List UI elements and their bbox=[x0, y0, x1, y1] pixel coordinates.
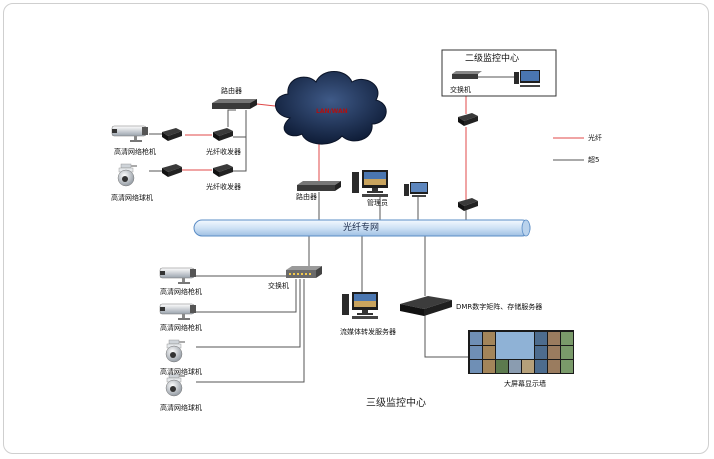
video-wall-tile bbox=[561, 360, 573, 373]
level2-center-box bbox=[441, 49, 557, 97]
video-wall-tile bbox=[483, 360, 495, 373]
router-bus-icon bbox=[297, 181, 341, 191]
video-wall-tile bbox=[483, 346, 495, 359]
transceiver-icon-5 bbox=[458, 113, 478, 126]
video-wall-tile bbox=[483, 332, 495, 345]
bottom-camera-label-1: 高清网络枪机 bbox=[160, 288, 202, 296]
fiber-transceiver-label-1: 光纤收发器 bbox=[206, 148, 241, 156]
bullet-camera-icon-1 bbox=[159, 267, 197, 285]
cable-links bbox=[149, 109, 584, 383]
bottom-camera-label-2: 高清网络枪机 bbox=[160, 324, 202, 332]
dome-camera-icon-top bbox=[117, 163, 138, 187]
top-camera-label-2: 高清网络球机 bbox=[111, 194, 153, 202]
video-wall-main-screen bbox=[496, 332, 534, 359]
legend-cable-label: 超5 bbox=[588, 156, 600, 164]
video-wall-tile bbox=[509, 360, 521, 373]
stream-server-icon bbox=[342, 292, 378, 319]
bottom-camera-label-3: 高清网络球机 bbox=[160, 368, 202, 376]
video-wall-tile bbox=[496, 360, 508, 373]
router-top-icon bbox=[212, 99, 257, 109]
dome-camera-icon-2 bbox=[165, 373, 186, 397]
lan-wan-cloud bbox=[275, 71, 387, 145]
dome-camera-icon-1 bbox=[165, 339, 186, 363]
video-wall-tile bbox=[470, 360, 482, 373]
video-wall-label: 大屏幕显示墙 bbox=[504, 380, 546, 388]
cloud-label: LAN/WAN bbox=[316, 108, 348, 115]
switch-icon bbox=[286, 266, 322, 278]
video-wall-tile bbox=[470, 346, 482, 359]
fiber-bus bbox=[193, 219, 531, 237]
video-wall-tile bbox=[561, 332, 573, 345]
video-wall-tile bbox=[535, 360, 547, 373]
admin-pc-icon bbox=[352, 170, 388, 197]
stream-server-label: 流媒体转发服务器 bbox=[340, 328, 396, 336]
fiber-transceiver-label-2: 光纤收发器 bbox=[206, 183, 241, 191]
router-top-label: 路由器 bbox=[221, 87, 242, 95]
diagram-title: 三级监控中心 bbox=[366, 398, 426, 409]
video-wall-tile bbox=[535, 346, 547, 359]
switch-label: 交换机 bbox=[268, 282, 289, 290]
dmr-server-icon bbox=[400, 296, 452, 316]
bus-label: 光纤专网 bbox=[343, 223, 380, 233]
router-bus-label: 路由器 bbox=[296, 193, 317, 201]
transceiver-icon-2 bbox=[213, 128, 233, 141]
video-wall-tile bbox=[548, 360, 560, 373]
transceiver-icon-3 bbox=[162, 164, 182, 177]
bullet-camera-icon-top bbox=[111, 125, 149, 143]
video-wall-tile bbox=[561, 346, 573, 359]
video-wall-icon bbox=[468, 330, 574, 374]
transceiver-icon-4 bbox=[213, 164, 233, 177]
bullet-camera-icon-2 bbox=[159, 303, 197, 321]
transceiver-icon-6 bbox=[458, 198, 478, 211]
level2-switch-label: 交换机 bbox=[450, 86, 471, 94]
video-wall-tile bbox=[535, 332, 547, 345]
diagram-frame bbox=[3, 3, 709, 454]
legend-fiber-label: 光纤 bbox=[588, 134, 602, 142]
admin-label: 管理员 bbox=[367, 199, 388, 207]
video-wall-tile bbox=[548, 346, 560, 359]
video-wall-tile bbox=[522, 360, 534, 373]
top-camera-label-1: 高清网络枪机 bbox=[114, 148, 156, 156]
video-wall-tile bbox=[548, 332, 560, 345]
dmr-label: DMR数字矩阵、存储服务器 bbox=[456, 303, 543, 311]
video-wall-tile bbox=[470, 332, 482, 345]
level2-center-title: 二级监控中心 bbox=[465, 54, 520, 64]
small-pc-icon bbox=[404, 182, 428, 197]
transceiver-icon-1 bbox=[162, 128, 182, 141]
bottom-camera-label-4: 高清网络球机 bbox=[160, 404, 202, 412]
